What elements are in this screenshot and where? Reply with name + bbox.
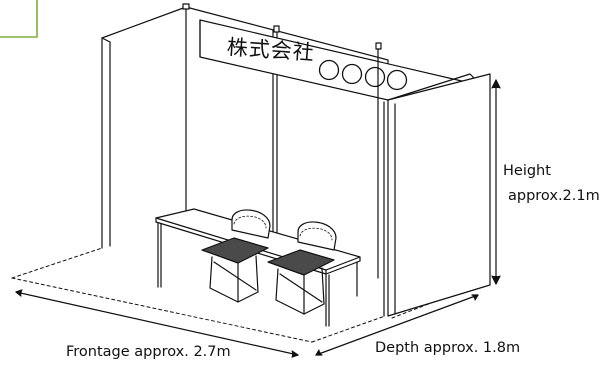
chair-right [267,221,337,315]
height-value: approx.2.1m [508,188,600,204]
frontage-label: Frontage approx. 2.7m [66,344,231,360]
corner-mark [0,0,38,38]
frontage-arrow [15,289,299,358]
height-arrow [491,79,501,285]
depth-label: Depth approx. 1.8m [375,340,521,356]
depth-arrow [315,294,479,356]
chair-left [201,209,271,303]
height-title: Height [503,163,551,179]
side-wall [383,73,491,317]
company-name-text: 株式会社 [226,34,316,66]
company-name-circles [318,59,408,91]
